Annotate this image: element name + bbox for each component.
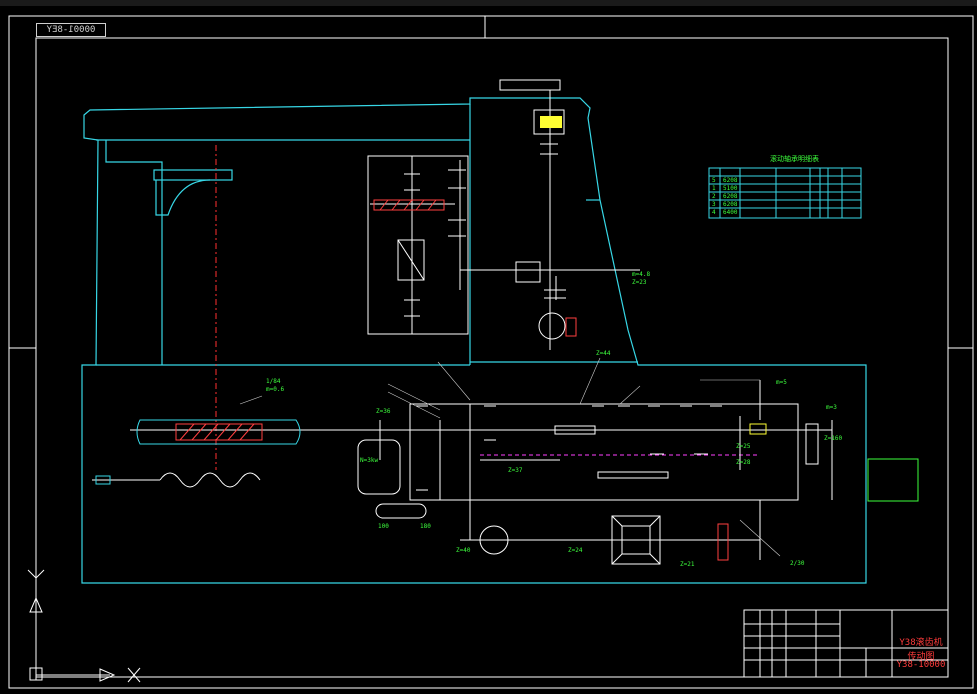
- label-m-3: m=3: [826, 404, 837, 411]
- label-m-5: m=5: [776, 379, 787, 386]
- label-z-28: Z=28: [736, 459, 751, 466]
- label-motor-note: N=3kw: [360, 457, 378, 464]
- title-block: [743, 609, 949, 678]
- label-z-23: Z=23: [632, 279, 647, 286]
- label-ratio-1-84: 1/84: [266, 378, 281, 385]
- gear-ticks: [404, 143, 750, 541]
- note-box: [867, 458, 919, 502]
- label-180: 180: [420, 523, 431, 530]
- machine-body: [81, 97, 867, 584]
- table-row-3-code: 6208: [723, 201, 738, 208]
- label-z-25: Z=25: [736, 443, 751, 450]
- bearing-table-title: 滚动轴承明细表: [770, 154, 819, 163]
- label-z-21: Z=21: [680, 561, 695, 568]
- table-row-4-code: 6400: [723, 209, 738, 216]
- table-row-2-idx: 2: [712, 193, 716, 200]
- window-top-bar: [0, 0, 977, 6]
- title-block-name: Y38滚齿机传动图: [899, 638, 943, 662]
- label-z-36: Z=36: [376, 408, 391, 415]
- diagram-labels: 1/84 m=0.6 Z=36 Z=37 Z=44 Z=24 Z=25 Z=28…: [266, 271, 842, 568]
- ucs-icon: [27, 560, 141, 683]
- bearing-table: 滚动轴承明细表 1 5100 2 6208 3 6208 4 6400 5 62…: [708, 154, 862, 219]
- table-row-3-idx: 3: [712, 201, 716, 208]
- gear-housings: [92, 79, 833, 565]
- table-row-5-idx: 5: [712, 177, 716, 184]
- highlight-block: [540, 116, 562, 128]
- table-row-4-idx: 4: [712, 209, 716, 216]
- label-100: 100: [378, 523, 389, 530]
- leader-lines: [239, 357, 781, 557]
- label-z-44: Z=44: [596, 350, 611, 357]
- title-block-code: Y38-10000: [896, 660, 946, 670]
- table-row-1-idx: 1: [712, 185, 716, 192]
- inner-frame: [35, 37, 949, 678]
- label-z-24: Z=24: [568, 547, 583, 554]
- feed-screw: [95, 419, 301, 485]
- drawing-code-tag: 00001-8EY: [36, 23, 106, 37]
- label-z-160: Z=160: [824, 435, 842, 442]
- label-ratio-2-30: 2/30: [790, 560, 805, 567]
- label-z-37: Z=37: [508, 467, 523, 474]
- table-row-2-code: 6208: [723, 193, 738, 200]
- label-module-m: m=0.6: [266, 386, 284, 393]
- hatched-parts: [175, 199, 767, 561]
- label-m-4-8: m=4.8: [632, 271, 650, 278]
- table-row-5-code: 6208: [723, 177, 738, 184]
- table-row-1-code: 5100: [723, 185, 738, 192]
- outer-frame: [8, 15, 974, 689]
- label-z-40: Z=40: [456, 547, 471, 554]
